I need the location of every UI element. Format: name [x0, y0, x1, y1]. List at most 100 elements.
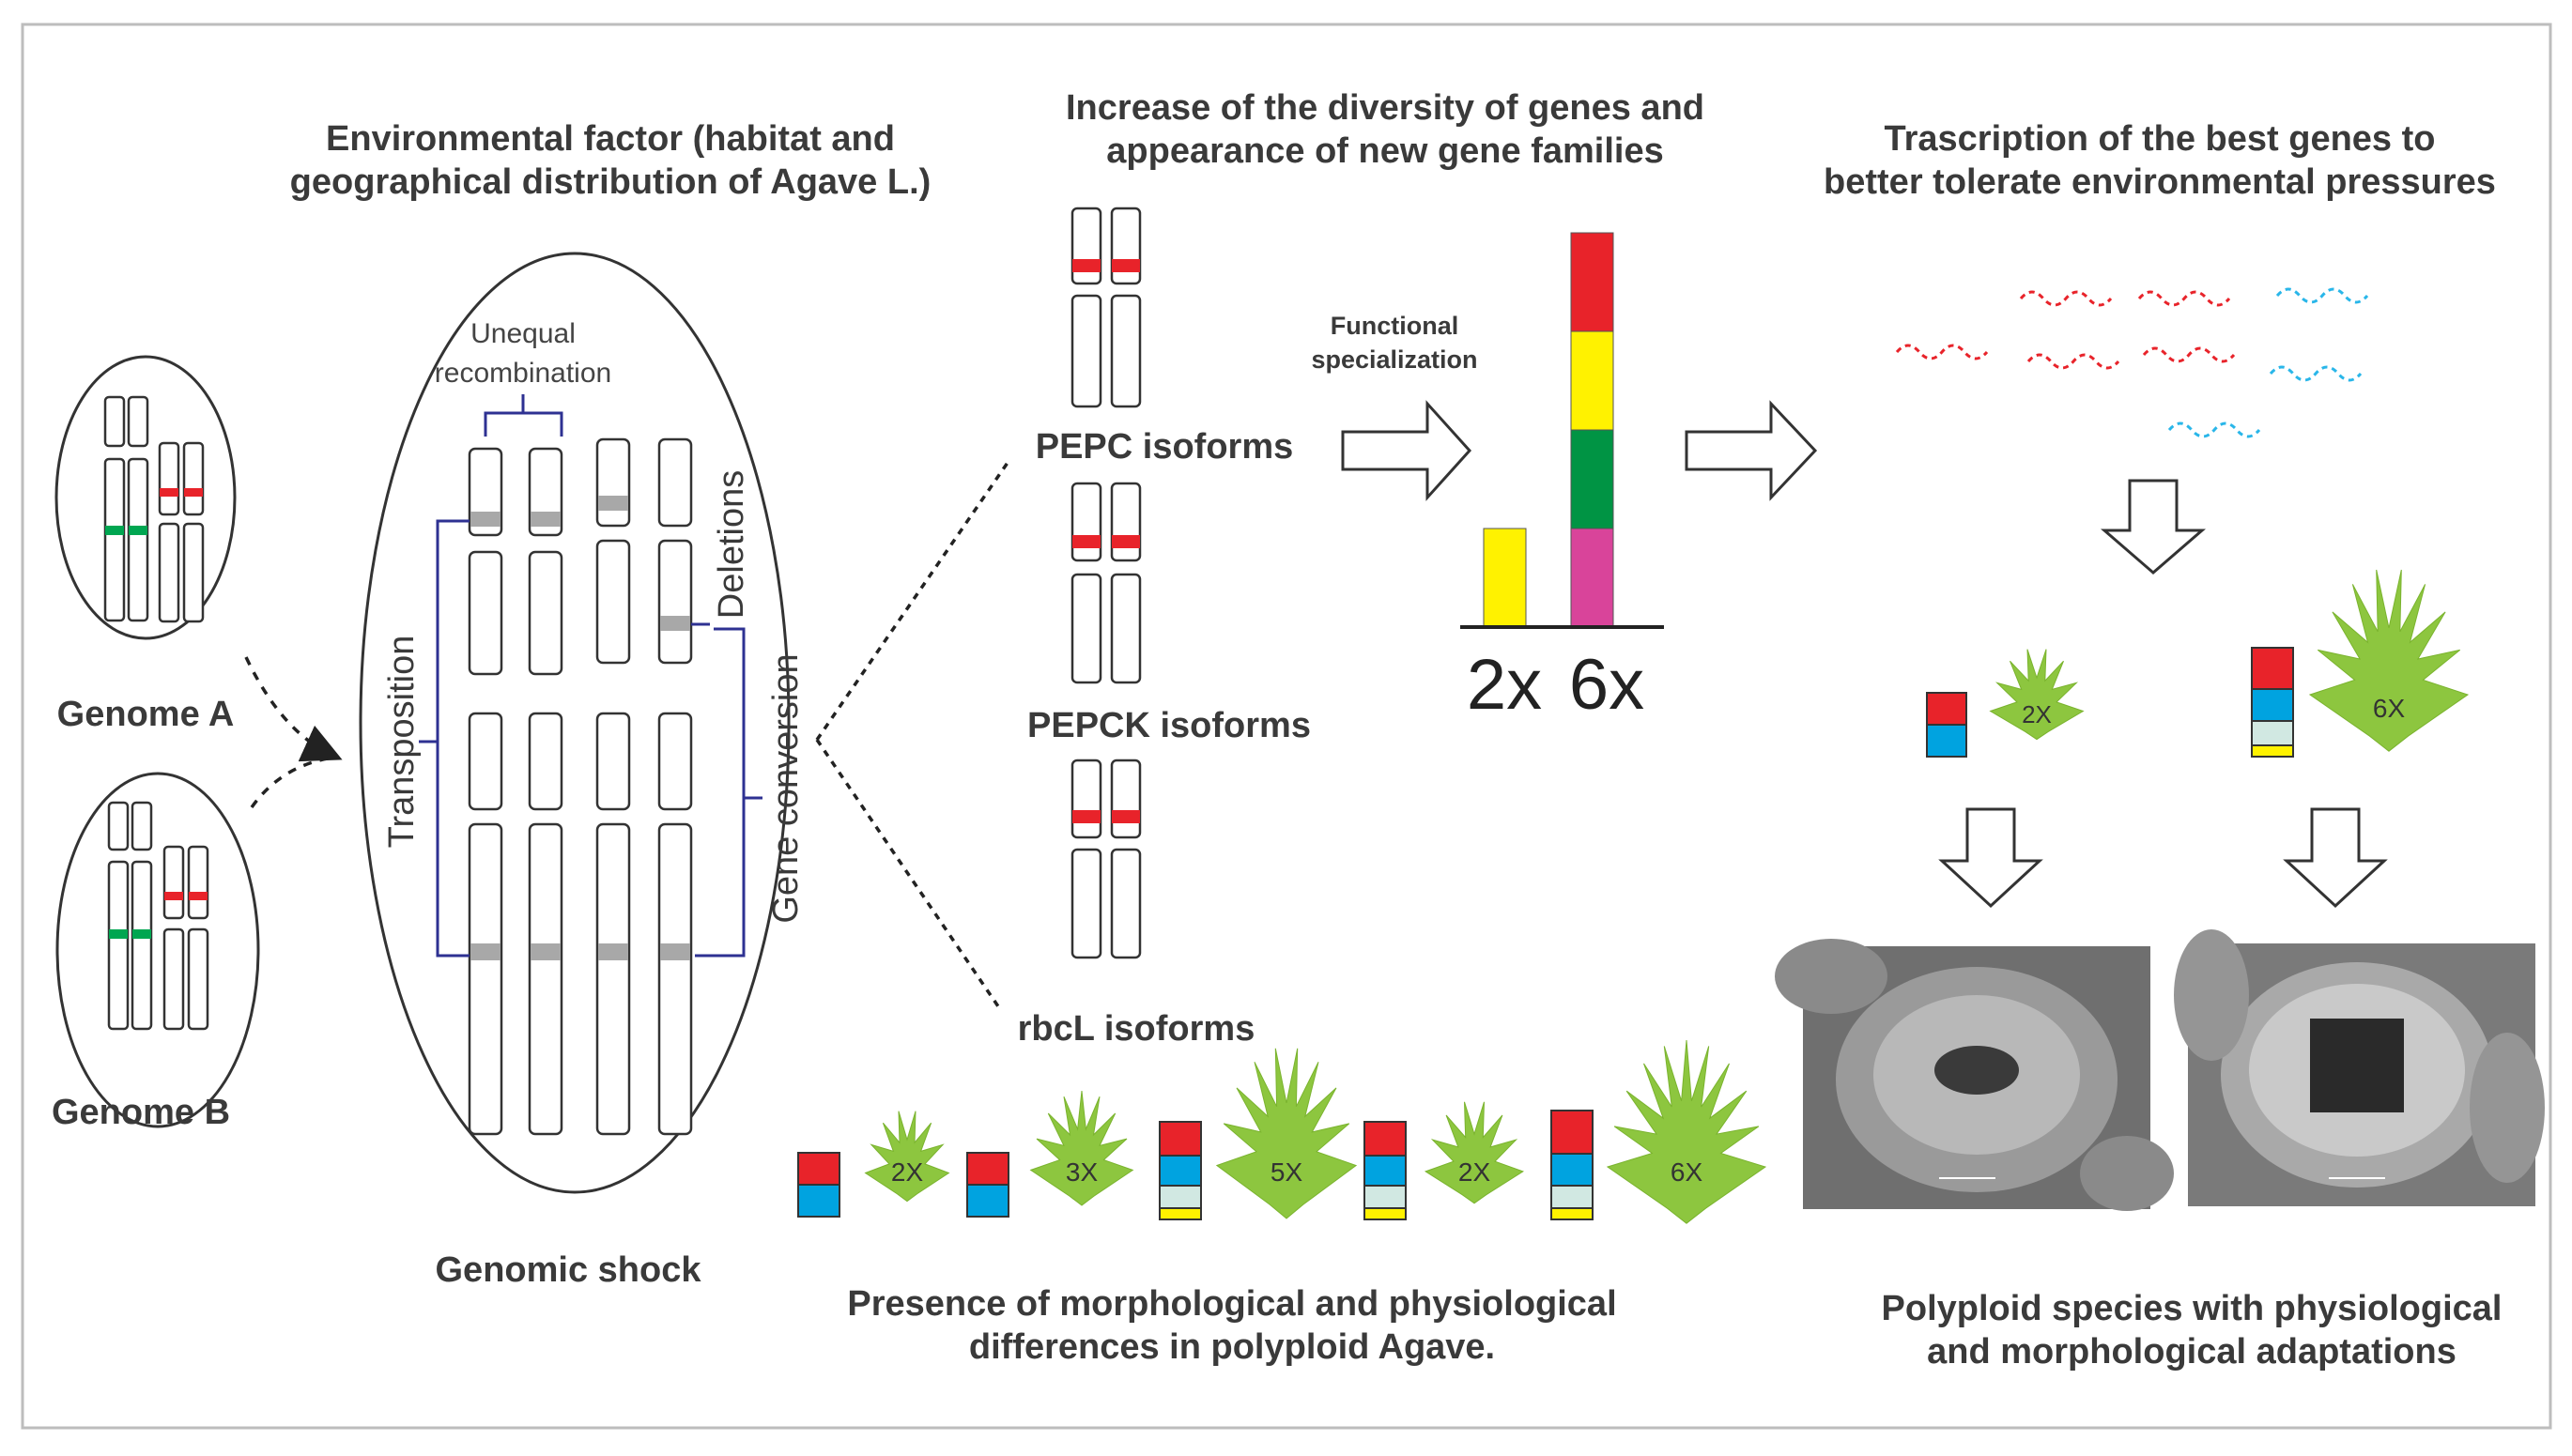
row-3x-genome-stack — [966, 1152, 1009, 1218]
dotted-connector-upper — [815, 459, 1011, 741]
pepck-red-marker — [1072, 535, 1101, 548]
genome-a-chromosomes — [103, 395, 205, 623]
genome-a-label: Genome A — [57, 695, 235, 734]
rbcl-isoforms-label: rbcL isoforms — [1018, 1009, 1255, 1049]
heading-transcription-line2: better tolerate environmental pressures — [1824, 162, 2496, 202]
genomic-shock-bands — [470, 496, 690, 960]
right-6x-genome-stack — [2251, 647, 2294, 758]
bar-6x-segment — [1570, 330, 1614, 431]
genome-b-dashed-arrow — [250, 756, 334, 809]
cyan-transcript-icon — [2167, 421, 2261, 438]
down-arrow-icon — [2100, 479, 2207, 575]
agave-row-label-4: 2X — [1458, 1157, 1491, 1187]
genomic-shock-label: Genomic shock — [436, 1250, 702, 1290]
agave-row-label-5: 6X — [1671, 1157, 1703, 1187]
heading-morph-differences-line2: differences in polyploid Agave. — [969, 1327, 1495, 1367]
genome-a-green-marker — [105, 526, 124, 535]
deletions-label: Deletions — [712, 470, 751, 619]
pepck-chromosome-pair — [1070, 482, 1142, 684]
red-transcript-icon — [2019, 290, 2113, 307]
down-arrow-icon — [1938, 807, 2043, 909]
rbcl-red-marker — [1072, 810, 1101, 823]
genome-b-label: Genome B — [52, 1093, 230, 1132]
bar-6x-segment — [1570, 232, 1614, 332]
functional-specialization-label-line2: specialization — [1311, 345, 1477, 374]
transcription-arrow-icon — [1685, 400, 1818, 501]
specialization-bars — [1483, 232, 1614, 628]
row-5x-genome-stack — [1159, 1121, 1202, 1220]
genomic-shock-ellipse — [359, 252, 791, 1194]
pepck-isoforms-label: PEPCK isoforms — [1027, 706, 1311, 745]
right-2x-genome-stack — [1926, 692, 1967, 758]
pepc-red-marker — [1072, 259, 1101, 272]
genome-b-chromosomes — [107, 801, 209, 1031]
transposition-label: Transposition — [382, 636, 422, 849]
sem-micrograph-2x — [1775, 939, 2174, 1211]
genome-a-red-marker — [184, 488, 203, 497]
pepc-isoforms-label: PEPC isoforms — [1036, 427, 1294, 467]
axis-label-2x: 2x — [1467, 645, 1542, 725]
red-transcript-icon — [2026, 353, 2120, 370]
bar-6x-segment — [1570, 528, 1614, 628]
agave-label-right-6x: 6X — [2373, 694, 2406, 723]
red-transcript-icon — [1895, 344, 1989, 360]
red-transcript-icon — [2142, 346, 2236, 363]
genome-b-green-marker — [132, 929, 151, 939]
agave-row-6x-icon — [1606, 1039, 1767, 1224]
agave-row-label-3: 5X — [1271, 1157, 1303, 1187]
genomic-shock-brackets — [419, 394, 762, 958]
gene-conversion-label: Gene conversion — [766, 653, 806, 923]
agave-row-2x-icon — [864, 1111, 950, 1203]
row-6x-genome-stack — [1550, 1110, 1594, 1220]
pepc-chromosome-pair — [1070, 207, 1142, 408]
specialization-arrow-icon — [1341, 400, 1472, 501]
genome-b-red-marker — [189, 892, 208, 900]
cyan-transcript-icon — [2275, 287, 2369, 304]
agave-row-5x-icon — [1215, 1048, 1358, 1219]
sem-micrograph-6x — [2174, 929, 2545, 1206]
axis-label-6x: 6x — [1569, 645, 1644, 725]
rbcl-chromosome-pair — [1070, 759, 1142, 959]
agave-right-6x-icon — [2308, 569, 2470, 752]
unequal-recombination-label-line2: recombination — [435, 358, 611, 389]
genome-a-dashed-arrow — [244, 656, 343, 762]
agave-plants — [864, 569, 2470, 1224]
heading-increase-diversity-line2: appearance of new gene families — [1106, 131, 1663, 171]
functional-specialization-label-line1: Functional — [1331, 312, 1459, 340]
agave-row-2x-b-icon — [1424, 1101, 1525, 1204]
row-2x-genome-stack-1 — [797, 1152, 840, 1218]
pepc-red-marker — [1112, 259, 1140, 272]
figure-frame — [21, 23, 2552, 1430]
unequal-recombination-label-line1: Unequal — [470, 318, 576, 349]
bar-6x-segment — [1570, 429, 1614, 529]
heading-polyploid-species-line1: Polyploid species with physiological — [1882, 1289, 2503, 1328]
genome-a-green-marker — [129, 526, 147, 535]
genome-a-ellipse — [54, 355, 237, 640]
genome-a-red-marker — [160, 488, 178, 497]
genomic-shock-chromosomes — [468, 437, 693, 1136]
heading-environmental-factor-line2: geographical distribution of Agave L.) — [290, 162, 932, 202]
agave-row-label-2: 3X — [1066, 1157, 1099, 1187]
genome-b-green-marker — [109, 929, 128, 939]
dotted-connector-lower — [815, 739, 1002, 1010]
genome-b-red-marker — [164, 892, 183, 900]
down-arrow-icon — [2283, 807, 2388, 909]
cyan-transcript-icon — [2269, 365, 2363, 382]
agave-right-2x-icon — [1989, 649, 2085, 741]
pepck-red-marker — [1112, 535, 1140, 548]
transcripts — [1895, 287, 2369, 438]
heading-transcription-line1: Trascription of the best genes to — [1885, 119, 2436, 159]
agave-label-right-2x: 2X — [2022, 700, 2052, 728]
red-transcript-icon — [2137, 290, 2231, 307]
row-2x-genome-stack-2 — [1363, 1121, 1407, 1220]
agave-row-label-1: 2X — [891, 1157, 924, 1187]
genome-b-ellipse — [55, 772, 260, 1128]
agave-row-3x-icon — [1029, 1090, 1134, 1206]
heading-morph-differences-line1: Presence of morphological and physiologi… — [847, 1284, 1616, 1324]
heading-environmental-factor-line1: Environmental factor (habitat and — [326, 119, 895, 159]
rbcl-red-marker — [1112, 810, 1140, 823]
heading-increase-diversity-line1: Increase of the diversity of genes and — [1066, 88, 1704, 128]
bar-2x-segment — [1483, 528, 1527, 628]
